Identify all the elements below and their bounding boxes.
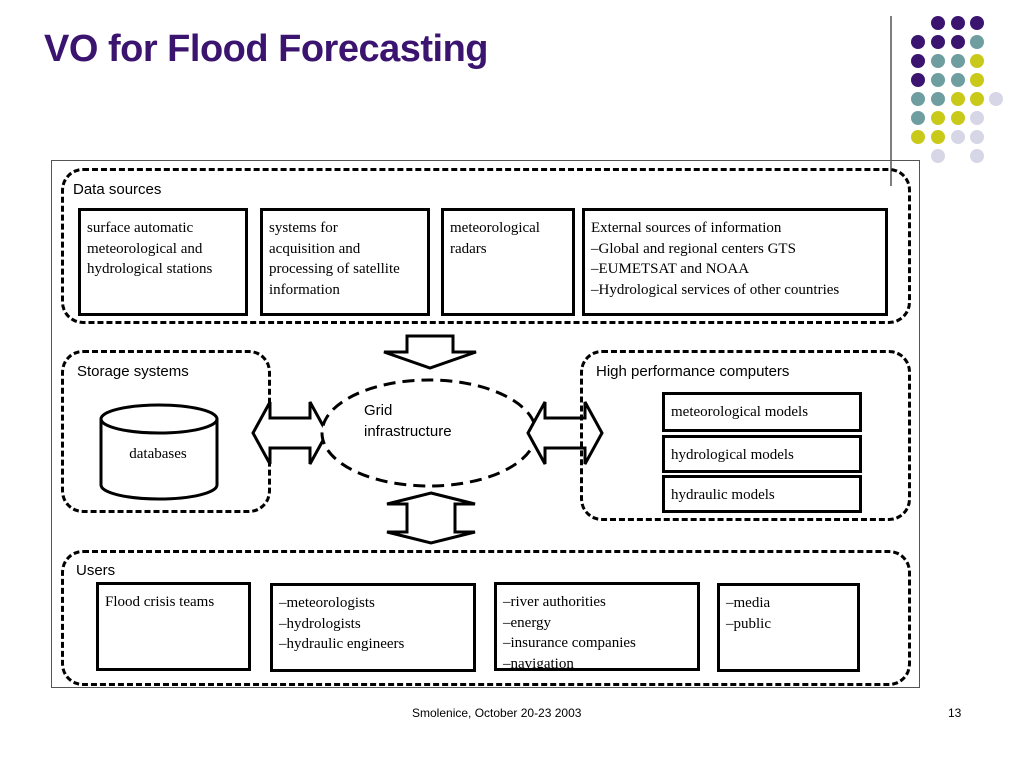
- model-box-meteorological: meteorological models: [662, 392, 862, 432]
- box-text-line: information: [269, 281, 340, 298]
- model-box-hydrological: hydrological models: [662, 435, 862, 473]
- decorative-dot: [989, 92, 1003, 106]
- decorative-dot: [951, 111, 965, 125]
- box-text-line: Flood crisis teams: [105, 594, 215, 610]
- box-text-line: hydrological stations: [87, 261, 213, 277]
- box-text-line: meteorological: [450, 220, 540, 236]
- user-box-public: –media –public: [717, 583, 860, 672]
- decorative-dot: [970, 130, 984, 144]
- box-text-line: –hydraulic engineers: [279, 636, 405, 652]
- decorative-dot: [970, 54, 984, 68]
- decorative-dot: [951, 54, 965, 68]
- decorative-dot: [931, 92, 945, 106]
- box-text-line: –navigation: [503, 655, 574, 672]
- data-sources-group: [61, 168, 911, 324]
- down-arrow: [383, 334, 477, 370]
- data-source-box-satellite: systems for acquisition and processing o…: [260, 208, 430, 316]
- decorative-dot: [911, 73, 925, 87]
- data-source-box-radars: meteorological radars: [441, 208, 575, 316]
- box-text-line: meteorological and: [87, 240, 203, 257]
- box-text-line: processing of satellite: [269, 261, 400, 277]
- footer-text: Smolenice, October 20-23 2003: [412, 706, 582, 720]
- decorative-dot: [931, 149, 945, 163]
- decorative-dot: [911, 111, 925, 125]
- double-arrow-right: [526, 401, 604, 465]
- box-text-line: –EUMETSAT and NOAA: [591, 261, 750, 277]
- decorative-dot-grid: [911, 16, 1003, 163]
- decorative-dot: [911, 35, 925, 49]
- decorative-dot: [931, 16, 945, 30]
- decorative-dot: [931, 130, 945, 144]
- data-source-box-stations: surface automatic meteorological and hyd…: [78, 208, 248, 316]
- decorative-dot: [931, 35, 945, 49]
- box-text-line: External sources of information: [591, 220, 782, 236]
- user-box-experts: –meteorologists –hydrologists –hydraulic…: [270, 583, 476, 672]
- decorative-dot: [951, 73, 965, 87]
- box-text-line: –energy: [503, 614, 552, 631]
- decorative-dot: [931, 54, 945, 68]
- database-label: databases: [129, 446, 187, 462]
- model-box-hydraulic: hydraulic models: [662, 475, 862, 513]
- data-sources-label: Data sources: [73, 181, 162, 198]
- double-arrow-vertical: [386, 491, 476, 545]
- grid-label-line: Grid: [364, 402, 393, 419]
- users-label: Users: [76, 562, 116, 579]
- box-text-line: meteorological models: [671, 404, 809, 420]
- decorative-dot: [911, 92, 925, 106]
- box-text-line: hydrological models: [671, 447, 794, 463]
- box-text-line: surface automatic: [87, 220, 194, 236]
- decorative-dot: [970, 149, 984, 163]
- decorative-dot: [970, 16, 984, 30]
- decorative-dot: [931, 73, 945, 87]
- box-text-line: –public: [726, 615, 771, 632]
- decorative-dot: [970, 92, 984, 106]
- box-text-line: –meteorologists: [279, 595, 375, 611]
- diagram-frame: [51, 160, 920, 688]
- decorative-dot: [970, 111, 984, 125]
- box-text-line: –insurance companies: [503, 635, 636, 651]
- box-text-line: systems for: [269, 220, 338, 236]
- grid-label-line: infrastructure: [364, 423, 452, 440]
- decorative-dot: [911, 130, 925, 144]
- decorative-dot: [951, 35, 965, 49]
- box-text-line: radars: [450, 240, 487, 257]
- box-text-line: –hydrologists: [279, 615, 361, 632]
- database-icon: [99, 403, 219, 501]
- box-text-line: –river authorities: [503, 594, 606, 610]
- decorative-dot: [931, 111, 945, 125]
- slide-title: VO for Flood Forecasting: [44, 28, 489, 70]
- decorative-dot: [951, 16, 965, 30]
- decorative-dot: [911, 54, 925, 68]
- data-source-box-external: External sources of information –Global …: [582, 208, 888, 316]
- box-text-line: –Hydrological services of other countrie…: [591, 281, 840, 298]
- divider-line: [890, 16, 892, 186]
- hpc-label: High performance computers: [596, 363, 790, 380]
- box-text-line: –media: [726, 595, 771, 611]
- decorative-dot: [951, 92, 965, 106]
- page-number: 13: [948, 706, 962, 720]
- storage-systems-label: Storage systems: [77, 363, 189, 380]
- user-box-crisis-teams: Flood crisis teams: [96, 582, 251, 671]
- grid-infrastructure-label: Grid infrastructure: [364, 400, 452, 442]
- decorative-dot: [970, 35, 984, 49]
- decorative-dot: [951, 130, 965, 144]
- box-text-line: –Global and regional centers GTS: [591, 240, 796, 257]
- box-text-line: acquisition and: [269, 240, 361, 257]
- users-group: [61, 550, 911, 686]
- hpc-group: [580, 350, 911, 521]
- user-box-authorities: –river authorities –energy –insurance co…: [494, 582, 700, 672]
- decorative-dot: [970, 73, 984, 87]
- box-text-line: hydraulic models: [671, 487, 775, 503]
